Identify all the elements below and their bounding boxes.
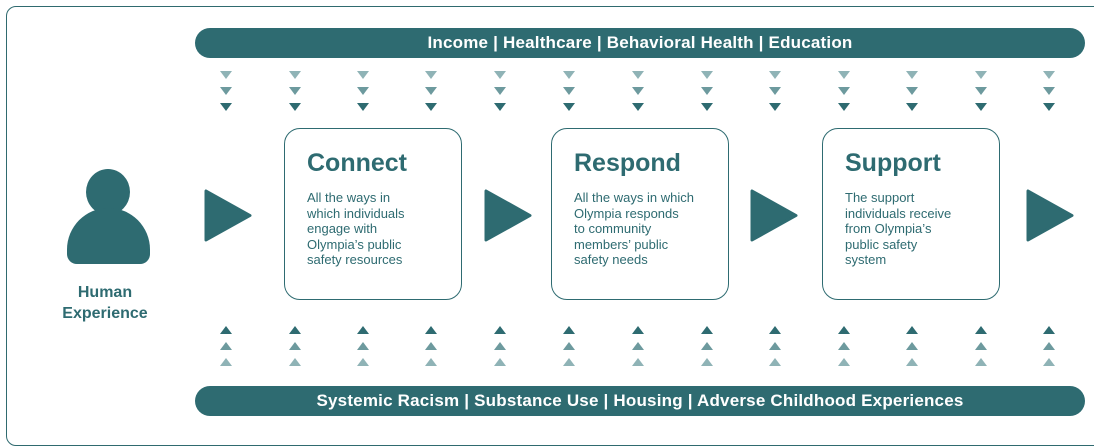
up-chevron-icon — [357, 358, 369, 366]
up-chevron-icon — [494, 358, 506, 366]
up-chevron-icon — [425, 342, 437, 350]
down-chevron-icon — [494, 71, 506, 79]
up-chevron-icon — [701, 326, 713, 334]
down-chevron-icon — [1043, 71, 1055, 79]
down-chevron-icon — [425, 71, 437, 79]
stage-card-connect: Connect All the ways in which individual… — [284, 128, 462, 300]
down-chevron-icon — [632, 87, 644, 95]
down-chevron-icon — [906, 103, 918, 111]
top-factors-bar: Income | Healthcare | Behavioral Health … — [195, 28, 1085, 58]
stage-description: All the ways in which individuals engage… — [307, 190, 405, 267]
down-chevron-icon — [220, 71, 232, 79]
up-chevron-icon — [906, 342, 918, 350]
human-experience-label: Human Experience — [62, 284, 148, 322]
down-chevron-icon — [1043, 87, 1055, 95]
down-chevron-icon — [220, 103, 232, 111]
up-chevron-icon — [769, 342, 781, 350]
stage-card-respond: Respond All the ways in which Olympia re… — [551, 128, 729, 300]
down-chevron-icon — [838, 103, 850, 111]
down-chevron-icon — [220, 87, 232, 95]
down-chevron-icon — [357, 103, 369, 111]
up-chevron-icon — [838, 326, 850, 334]
up-chevron-icon — [357, 326, 369, 334]
up-chevron-icon — [701, 358, 713, 366]
up-chevron-icon — [975, 326, 987, 334]
down-chevron-icon — [1043, 103, 1055, 111]
up-chevron-icon — [563, 342, 575, 350]
up-chevron-icon — [220, 358, 232, 366]
flow-arrow-icon — [750, 189, 798, 242]
up-chevron-icon — [906, 358, 918, 366]
down-chevron-icon — [838, 87, 850, 95]
up-chevron-icon — [632, 358, 644, 366]
up-chevron-icon — [769, 358, 781, 366]
up-chevron-icon — [838, 342, 850, 350]
down-chevron-icon — [701, 103, 713, 111]
down-chevron-icon — [494, 103, 506, 111]
stage-card-support: Support The support individuals receive … — [822, 128, 1000, 300]
down-chevron-icon — [632, 71, 644, 79]
up-chevron-icon — [289, 358, 301, 366]
bottom-markers — [220, 326, 1055, 366]
person-head — [86, 169, 130, 215]
down-chevron-icon — [975, 87, 987, 95]
down-chevron-icon — [769, 87, 781, 95]
flow-arrows — [204, 189, 1074, 242]
down-chevron-icon — [425, 87, 437, 95]
down-chevron-icon — [425, 103, 437, 111]
down-chevron-icon — [906, 87, 918, 95]
down-chevron-icon — [632, 103, 644, 111]
up-chevron-icon — [838, 358, 850, 366]
down-chevron-icon — [289, 103, 301, 111]
up-chevron-icon — [1043, 326, 1055, 334]
up-chevron-icon — [220, 326, 232, 334]
stage-description: The support individuals receive from Oly… — [845, 190, 952, 267]
down-chevron-icon — [769, 71, 781, 79]
up-chevron-icon — [289, 342, 301, 350]
flow-arrow-icon — [484, 189, 532, 242]
up-chevron-icon — [357, 342, 369, 350]
down-chevron-icon — [906, 71, 918, 79]
down-chevron-icon — [289, 71, 301, 79]
up-chevron-icon — [769, 326, 781, 334]
stage-description: All the ways in which Olympia responds t… — [574, 190, 694, 267]
down-chevron-icon — [563, 71, 575, 79]
down-chevron-icon — [563, 87, 575, 95]
down-chevron-icon — [357, 71, 369, 79]
up-chevron-icon — [425, 358, 437, 366]
up-chevron-icon — [632, 342, 644, 350]
up-chevron-icon — [494, 326, 506, 334]
flow-arrow-icon — [1026, 189, 1074, 242]
flow-arrow-icon — [204, 189, 252, 242]
stage-title: Respond — [574, 149, 681, 177]
marks-layer — [204, 71, 1074, 366]
up-chevron-icon — [1043, 342, 1055, 350]
down-chevron-icon — [769, 103, 781, 111]
down-chevron-icon — [701, 71, 713, 79]
down-chevron-icon — [289, 87, 301, 95]
stage-title: Support — [845, 149, 941, 177]
up-chevron-icon — [289, 326, 301, 334]
up-chevron-icon — [494, 342, 506, 350]
down-chevron-icon — [563, 103, 575, 111]
up-chevron-icon — [425, 326, 437, 334]
down-chevron-icon — [701, 87, 713, 95]
bottom-factors-bar: Systemic Racism | Substance Use | Housin… — [195, 386, 1085, 416]
down-chevron-icon — [975, 103, 987, 111]
up-chevron-icon — [632, 326, 644, 334]
up-chevron-icon — [563, 326, 575, 334]
up-chevron-icon — [975, 358, 987, 366]
up-chevron-icon — [701, 342, 713, 350]
up-chevron-icon — [975, 342, 987, 350]
down-chevron-icon — [975, 71, 987, 79]
stage-title: Connect — [307, 149, 407, 177]
down-chevron-icon — [838, 71, 850, 79]
up-chevron-icon — [563, 358, 575, 366]
up-chevron-icon — [220, 342, 232, 350]
down-chevron-icon — [494, 87, 506, 95]
up-chevron-icon — [1043, 358, 1055, 366]
up-chevron-icon — [906, 326, 918, 334]
down-chevron-icon — [357, 87, 369, 95]
top-markers — [220, 71, 1055, 111]
